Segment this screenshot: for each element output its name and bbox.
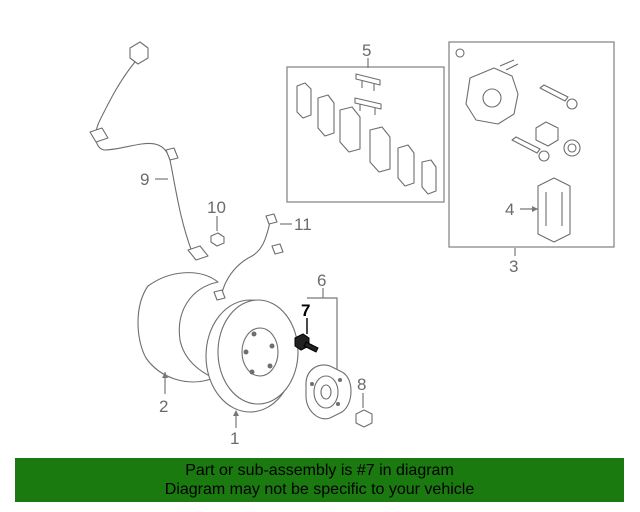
parts-diagram: 5 3 4 [89, 41, 615, 448]
callout-3: 3 [509, 257, 518, 276]
callout-5: 5 [362, 41, 371, 60]
callout-4: 4 [505, 200, 514, 219]
brake-rotor-part [205, 299, 299, 413]
banner-line-1: Part or sub-assembly is #7 in diagram [185, 462, 454, 479]
caliper-group [455, 48, 581, 243]
callout-10: 10 [207, 198, 226, 217]
wheel-sensor-11 [213, 213, 284, 301]
callout-2: 2 [159, 397, 168, 416]
hub-bolt-part [294, 333, 319, 353]
abs-sensor-harness [89, 41, 209, 261]
pads-kit-box [286, 66, 445, 203]
banner-line-2: Diagram may not be specific to your vehi… [164, 481, 475, 498]
info-banner: Part or sub-assembly is #7 in diagram Di… [15, 458, 624, 502]
callout-9: 9 [140, 170, 149, 189]
callout-6: 6 [317, 271, 326, 290]
hub-nut-part [355, 409, 373, 428]
callout-7: 7 [301, 301, 310, 320]
wheel-hub-part [305, 364, 352, 420]
callout-8: 8 [357, 375, 366, 394]
callout-11: 11 [294, 215, 312, 234]
caliper-kit-box [448, 41, 615, 248]
brake-pads-group [296, 73, 437, 195]
bolt-10-part [210, 232, 225, 247]
callout-1: 1 [230, 429, 239, 448]
dust-shield-part [137, 272, 219, 383]
